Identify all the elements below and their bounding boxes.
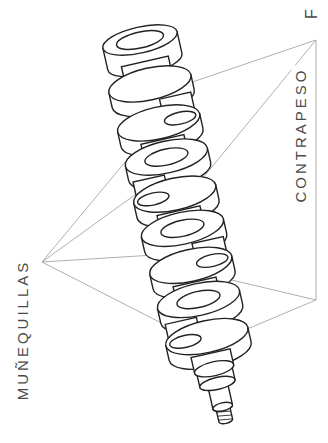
part-label: MUÑEQUILLAS bbox=[14, 258, 31, 403]
leader-lines bbox=[42, 40, 316, 343]
crankshaft bbox=[96, 18, 267, 433]
part-label: F bbox=[303, 7, 321, 21]
part-label: CONTRAPESO bbox=[292, 65, 309, 204]
